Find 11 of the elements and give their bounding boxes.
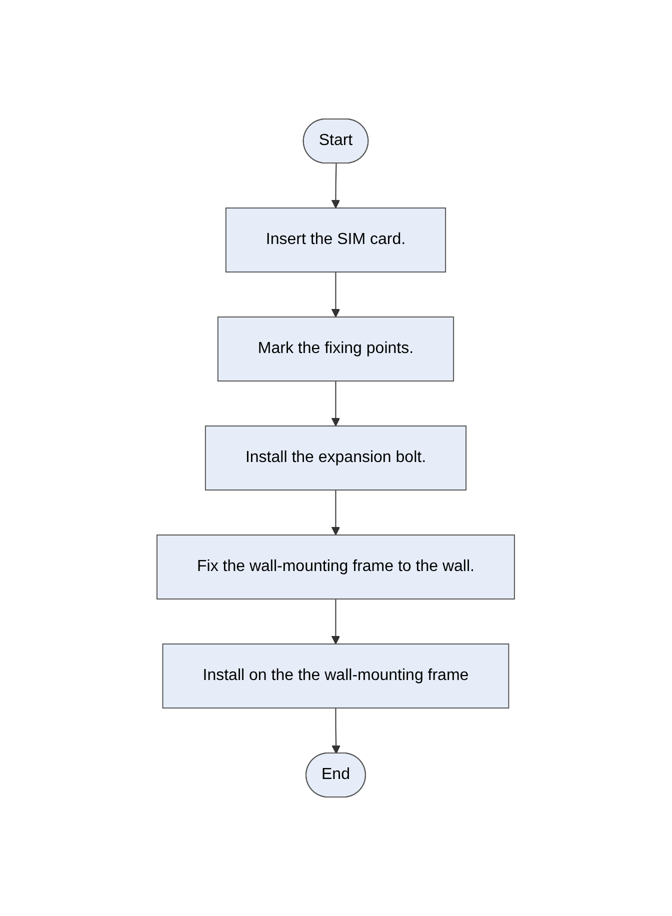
arrow [332, 163, 340, 208]
node-box: Fix the wall-mounting frame to the wall. [156, 534, 516, 600]
node-box: Install the expansion bolt. [205, 426, 467, 490]
node-box: Install on the the wall-mounting frame [162, 644, 510, 708]
node-box: Mark the fixing points. [218, 316, 454, 382]
arrow [332, 380, 340, 426]
arrow [332, 708, 341, 754]
arrow [332, 272, 340, 318]
node-box: Insert the SIM card. [226, 208, 446, 272]
arrow [332, 598, 340, 644]
arrow [332, 490, 340, 536]
